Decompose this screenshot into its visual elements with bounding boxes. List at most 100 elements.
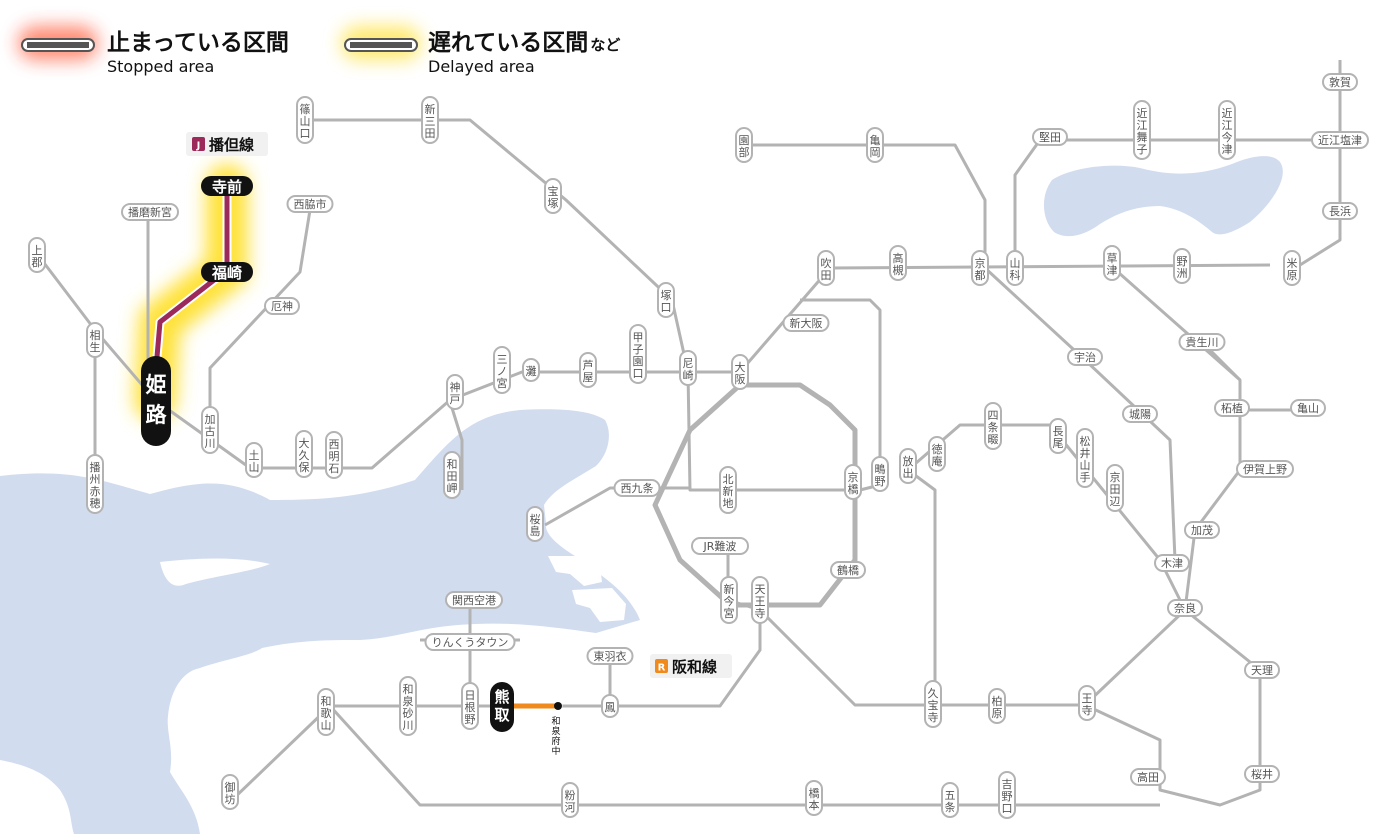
station-jojo[interactable]: 城陽 [1122,405,1158,423]
station-label-char: 鳳 [605,701,616,714]
station-yoshinoguchi[interactable]: 吉野口 [998,771,1016,819]
station-label-char: 宮 [497,376,508,390]
station-yasu[interactable]: 野洲 [1173,248,1191,284]
station-label-char: 高 [893,251,904,265]
station-nagahama[interactable]: 長浜 [1322,202,1358,220]
station-sannomiya[interactable]: 三ノ宮 [493,346,511,394]
station-maibara[interactable]: 米原 [1283,250,1301,286]
station-sonobe[interactable]: 園部 [735,127,753,163]
station-kusatsu[interactable]: 草津 [1103,245,1121,281]
station-kokawa[interactable]: 粉河 [561,782,579,818]
station-igaueno[interactable]: 伊賀上野 [1236,460,1294,478]
station-kamigori[interactable]: 上郡 [28,237,46,273]
station-tenri[interactable]: 天理 [1244,661,1280,679]
station-wakayama[interactable]: 和歌山 [317,688,335,736]
station-kakogawa[interactable]: 加古川 [201,406,219,454]
station-label-char: 江 [1222,119,1233,132]
station-nada[interactable]: 灘 [522,358,540,382]
station-shinosaka[interactable]: 新大阪 [782,314,830,332]
station-kameyama[interactable]: 亀山 [1290,399,1326,417]
station-katata[interactable]: 堅田 [1032,128,1068,146]
station-tsuruhashi[interactable]: 鶴橋 [830,561,866,579]
station-tsukaguchi[interactable]: 塚口 [657,282,675,318]
station-hineno[interactable]: 日根野 [461,682,479,730]
station-shijonawate[interactable]: 四条畷 [984,402,1002,450]
station-gobo[interactable]: 御坊 [221,774,239,810]
station-wadamisaki[interactable]: 和田岬 [443,451,461,499]
station-label-char: 塚 [548,197,559,210]
station-amagasaki[interactable]: 尼崎 [679,350,697,386]
station-label-char: 御 [225,780,236,794]
station-okubo[interactable]: 大久保 [295,430,313,478]
station-yakujin[interactable]: 厄神 [264,297,300,315]
station-nagao[interactable]: 長尾 [1049,418,1067,454]
station-fukusaki[interactable]: 福崎 [201,262,253,282]
station-aioi[interactable]: 相生 [86,322,104,358]
station-shinsanda[interactable]: 新三田 [421,96,439,144]
station-nara[interactable]: 奈良 [1167,599,1203,617]
station-uji[interactable]: 宇治 [1067,348,1103,366]
station-otori[interactable]: 鳳 [601,694,619,718]
station-kizu[interactable]: 木津 [1154,554,1190,572]
station-omishiotsu[interactable]: 近江塩津 [1311,131,1369,149]
station-yamashina[interactable]: 山科 [1006,250,1024,286]
station-kobe[interactable]: 神戸 [446,374,464,410]
station-tsuchiyama[interactable]: 土山 [245,442,263,478]
station-nishikujo[interactable]: 西九条 [613,479,661,497]
station-rinkutown[interactable]: りんくうタウン [424,633,516,651]
station-hashimoto[interactable]: 橋本 [805,780,823,816]
station-shigino[interactable]: 鴫野 [871,456,889,492]
station-himeji[interactable]: 姫路 [141,356,171,446]
station-kitashinchi[interactable]: 北新地 [719,466,737,514]
station-hanaten[interactable]: 放出 [899,448,917,484]
station-kameoka[interactable]: 亀岡 [866,127,884,163]
station-teramae[interactable]: 寺前 [201,176,253,196]
station-sakurajima[interactable]: 桜島 [526,506,544,542]
station-kyoto[interactable]: 京都 [971,250,989,286]
station-label-char: 屋 [583,371,594,384]
station-kyobashi[interactable]: 京橋 [844,464,862,500]
station-higashihagoromo[interactable]: 東羽衣 [586,647,634,665]
station-label-char: 畷 [988,433,999,446]
station-sasayamaguchi[interactable]: 篠山口 [296,96,314,144]
station-tennoji[interactable]: 天王寺 [751,576,769,624]
station-label-char: 篠 [300,102,311,116]
station-kumatori[interactable]: 熊取 [490,682,514,732]
station-label-char: 原 [1287,269,1298,282]
station-suita[interactable]: 吹田 [817,250,835,286]
station-takatsuki[interactable]: 高槻 [889,245,907,281]
station-tokuan[interactable]: 徳庵 [928,436,946,472]
station-ashiya[interactable]: 芦屋 [579,352,597,388]
station-tsuge[interactable]: 柘植 [1214,399,1250,417]
station-kyuhoji[interactable]: 久宝寺 [924,680,942,728]
station-label-char: 砂 [403,707,414,720]
station-label-char: 柏 [992,694,1003,708]
station-sakurai[interactable]: 桜井 [1244,765,1280,783]
station-label-char: 土 [249,449,260,462]
station-oji[interactable]: 王寺 [1078,685,1096,721]
station-nishiakashi[interactable]: 西明石 [325,431,343,479]
station-kashiwara[interactable]: 柏原 [988,688,1006,724]
station-jrnamba[interactable]: JR難波 [691,537,749,555]
station-kyotanabe[interactable]: 京田辺 [1106,464,1124,512]
station-nishiwakishi[interactable]: 西脇市 [286,195,334,213]
station-takarazuka[interactable]: 宝塚 [544,178,562,214]
station-kibukawa[interactable]: 貴生川 [1178,333,1226,351]
station-tsuruga[interactable]: 敦賀 [1322,73,1358,91]
station-gojo[interactable]: 五条 [941,782,959,818]
station-shinimamiya[interactable]: 新今宮 [720,576,738,624]
station-label-char: 山 [1010,257,1021,270]
station-harimashingu[interactable]: 播磨新宮 [121,203,179,221]
station-takada[interactable]: 高田 [1130,768,1166,786]
station-kansaiairport[interactable]: 関西空港 [445,591,503,609]
station-label: 堅田 [1039,131,1061,144]
station-osaka[interactable]: 大阪 [731,354,749,390]
station-label-char: 寺 [755,607,766,620]
station-kamo[interactable]: 加茂 [1184,521,1220,539]
